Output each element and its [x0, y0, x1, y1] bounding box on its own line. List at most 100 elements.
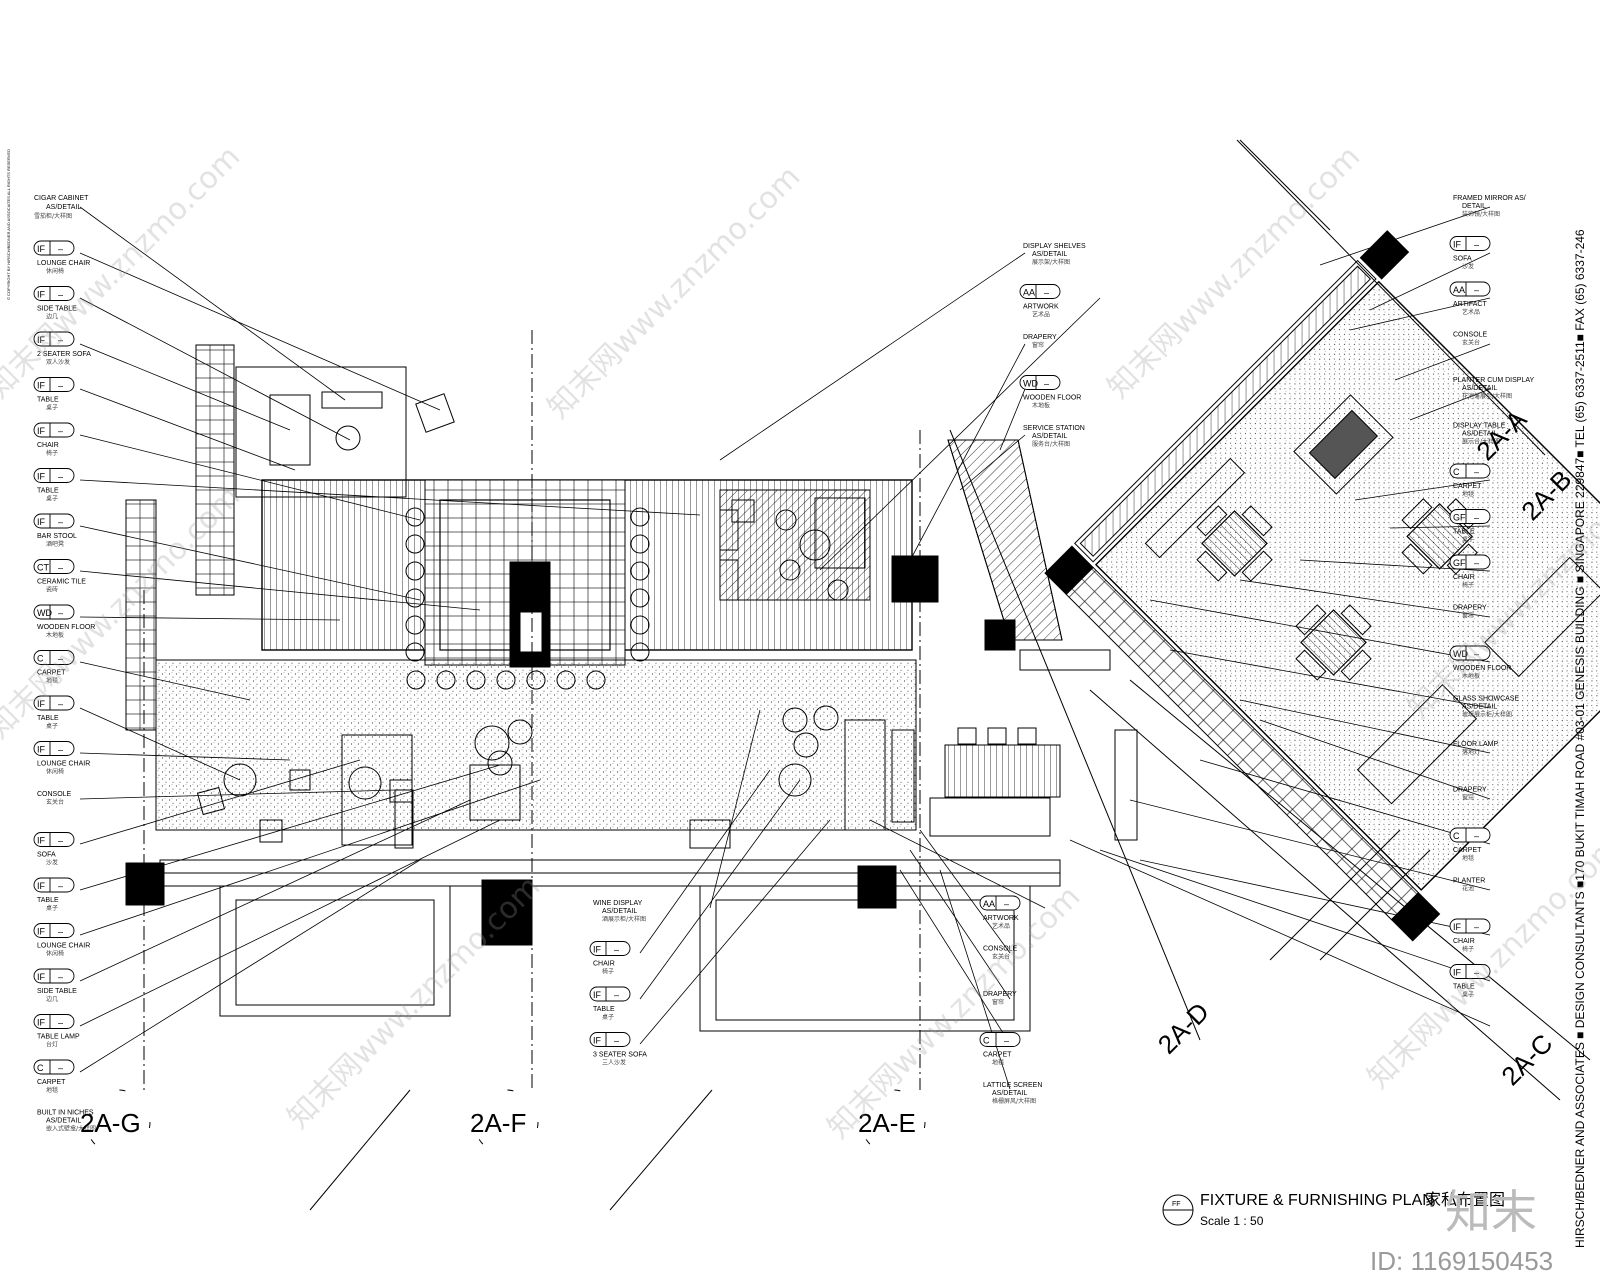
svg-text:3 SEATER SOFA: 3 SEATER SOFA	[593, 1052, 647, 1059]
svg-text:SERVICE STATION: SERVICE STATION	[1023, 425, 1085, 432]
svg-text:地毯: 地毯	[1462, 490, 1474, 498]
svg-text:AS/DETAIL: AS/DETAIL	[992, 1090, 1027, 1097]
svg-text:SIDE TABLE: SIDE TABLE	[37, 306, 77, 313]
svg-text:AS/DETAIL: AS/DETAIL	[1462, 431, 1497, 438]
grid-label-2A-G: 2A-G	[80, 1089, 151, 1155]
svg-text:C: C	[1453, 467, 1460, 477]
svg-text:LOUNGE CHAIR: LOUNGE CHAIR	[37, 943, 90, 950]
svg-text:玄关台: 玄关台	[992, 953, 1010, 961]
svg-text:CARPET: CARPET	[1453, 483, 1482, 490]
svg-text:–: –	[58, 927, 63, 937]
svg-text:地毯: 地毯	[46, 677, 58, 685]
svg-text:CARPET: CARPET	[1453, 847, 1482, 854]
svg-text:知末网www.znzmo.com: 知末网www.znzmo.com	[541, 159, 807, 425]
svg-text:展示台/大样图: 展示台/大样图	[1462, 438, 1500, 446]
svg-text:休闲椅: 休闲椅	[46, 950, 64, 958]
svg-text:玄关台: 玄关台	[46, 798, 64, 806]
svg-text:CONSOLE: CONSOLE	[983, 946, 1018, 953]
svg-text:ARTIFACT: ARTIFACT	[1453, 301, 1487, 308]
svg-text:知末网www.znzmo.com: 知末网www.znzmo.com	[1361, 829, 1600, 1095]
svg-text:TABLE: TABLE	[37, 715, 59, 722]
svg-text:花池: 花池	[1462, 885, 1474, 893]
svg-text:AS/DETAIL: AS/DETAIL	[602, 908, 637, 915]
svg-text:–: –	[1044, 288, 1049, 298]
svg-text:SOFA: SOFA	[37, 852, 56, 859]
svg-text:IF: IF	[37, 972, 46, 982]
svg-text:–: –	[1474, 922, 1479, 932]
svg-text:–: –	[614, 1036, 619, 1046]
svg-text:CONSOLE: CONSOLE	[1453, 332, 1488, 339]
svg-text:TABLE: TABLE	[37, 488, 59, 495]
svg-text:GLASS SHOWCASE: GLASS SHOWCASE	[1453, 696, 1519, 703]
svg-text:CARPET: CARPET	[983, 1052, 1012, 1059]
svg-text:CARPET: CARPET	[37, 670, 66, 677]
watermark-logo: 知末	[1445, 1185, 1537, 1239]
svg-text:桌子: 桌子	[46, 722, 58, 730]
svg-text:DRAPERY: DRAPERY	[983, 991, 1017, 998]
svg-text:–: –	[58, 836, 63, 846]
svg-text:C: C	[37, 654, 44, 664]
svg-text:DRAPERY: DRAPERY	[1453, 787, 1487, 794]
svg-text:DISPLAY SHELVES: DISPLAY SHELVES	[1023, 243, 1086, 250]
svg-text:–: –	[58, 699, 63, 709]
svg-text:–: –	[1474, 513, 1479, 523]
svg-text:TABLE: TABLE	[37, 897, 59, 904]
svg-text:窗帘: 窗帘	[992, 998, 1004, 1006]
svg-text:玄关台: 玄关台	[1462, 339, 1480, 347]
svg-text:木地板: 木地板	[1032, 402, 1050, 410]
svg-text:–: –	[1474, 649, 1479, 659]
svg-text:酒展示柜/大样图: 酒展示柜/大样图	[602, 915, 646, 923]
svg-text:CHAIR: CHAIR	[593, 961, 615, 968]
svg-text:沙发: 沙发	[46, 859, 58, 867]
svg-text:IF: IF	[37, 745, 46, 755]
svg-text:FRAMED MIRROR AS/: FRAMED MIRROR AS/	[1453, 195, 1526, 202]
svg-text:IF: IF	[37, 881, 46, 891]
svg-text:AA: AA	[1453, 285, 1465, 295]
leader-lines	[79, 206, 1491, 1090]
svg-text:窗帘: 窗帘	[1032, 341, 1044, 349]
svg-text:–: –	[58, 745, 63, 755]
svg-text:TABLE: TABLE	[1453, 529, 1475, 536]
section-lines	[143, 139, 1591, 1211]
svg-text:地毯: 地毯	[1462, 854, 1474, 862]
svg-text:装饰镜/大样图: 装饰镜/大样图	[1462, 210, 1500, 218]
svg-text:–: –	[1474, 558, 1479, 568]
svg-text:–: –	[1474, 831, 1479, 841]
svg-text:木地板: 木地板	[46, 631, 64, 639]
svg-text:DETAIL: DETAIL	[1462, 203, 1486, 210]
right-tag-list: FRAMED MIRROR AS/DETAIL装饰镜/大样图IF–SOFA沙发A…	[1449, 195, 1534, 999]
svg-text:台灯: 台灯	[46, 1041, 58, 1049]
svg-text:–: –	[1474, 240, 1479, 250]
svg-text:桌子: 桌子	[1462, 536, 1474, 544]
svg-text:2A-D: 2A-D	[1152, 996, 1215, 1059]
svg-text:AS/DETAIL: AS/DETAIL	[1032, 433, 1067, 440]
svg-text:三人沙发: 三人沙发	[602, 1059, 626, 1067]
svg-text:IF: IF	[37, 244, 46, 254]
svg-text:WD: WD	[37, 608, 52, 618]
svg-text:–: –	[58, 472, 63, 482]
